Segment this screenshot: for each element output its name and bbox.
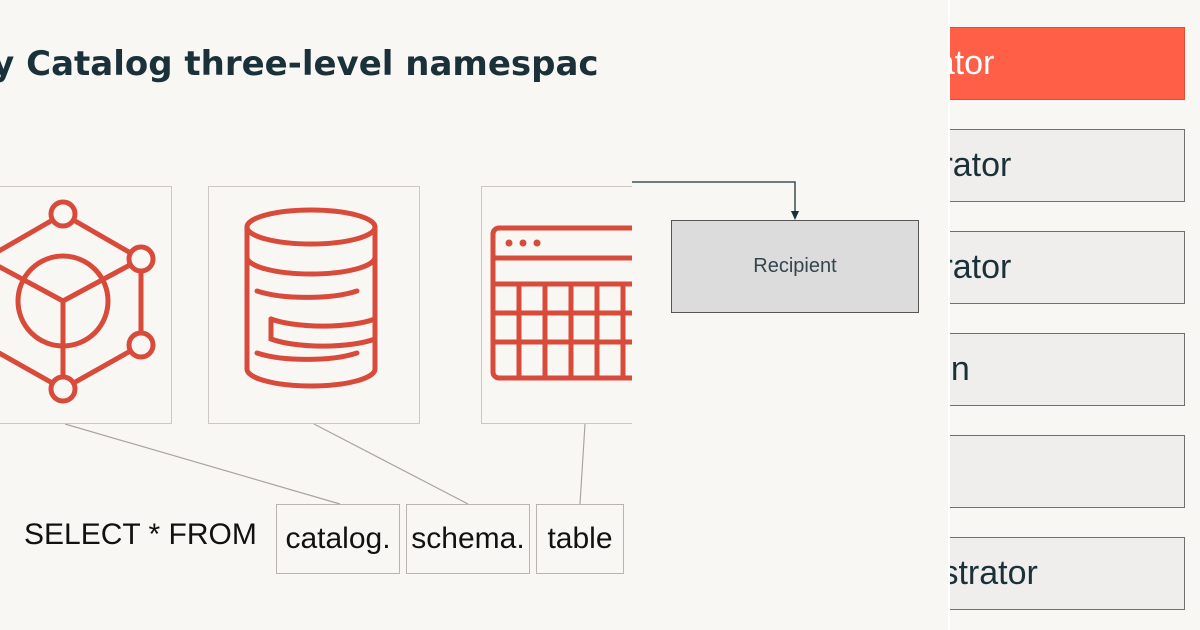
sql-catalog-label: catalog. (285, 522, 391, 555)
role-item[interactable]: strator (950, 231, 1185, 304)
database-box (208, 186, 420, 424)
recipient-label: Recipient (753, 255, 837, 277)
role-item-active[interactable]: trator (950, 27, 1185, 100)
sql-schema-label: schema. (411, 522, 525, 555)
role-item[interactable]: min (950, 333, 1185, 406)
role-label: strator (950, 248, 1012, 286)
roles-panel: trator strator strator min r nistrator (950, 0, 1200, 630)
page-title: nity Catalog three-level namespac (0, 44, 599, 84)
recipient-node: Recipient (671, 220, 919, 313)
namespace-panel: nity Catalog three-level namespac (0, 44, 632, 574)
role-label: trator (950, 44, 995, 82)
role-item[interactable]: nistrator (950, 537, 1185, 610)
sql-table-box: table (536, 504, 624, 574)
sql-catalog-box: catalog. (276, 504, 400, 574)
catalog-icon (0, 199, 156, 404)
panel-divider (948, 0, 950, 630)
role-label: min (950, 350, 970, 388)
sql-schema-box: schema. (406, 504, 530, 574)
arrow-head-icon (791, 211, 799, 220)
connector-lines (64, 423, 586, 505)
role-item[interactable]: r (950, 435, 1185, 508)
sql-prefix: SELECT * FROM (24, 518, 257, 551)
catalog-box (0, 186, 172, 424)
arrow-connector (632, 181, 799, 220)
role-label: nistrator (950, 554, 1038, 592)
table-box (481, 186, 632, 424)
sharing-panel: Recipient (632, 0, 948, 630)
database-icon (244, 207, 378, 389)
role-item[interactable]: strator (950, 129, 1185, 202)
table-icon (490, 225, 632, 381)
role-label: strator (950, 146, 1012, 184)
sql-table-label: table (547, 522, 613, 555)
